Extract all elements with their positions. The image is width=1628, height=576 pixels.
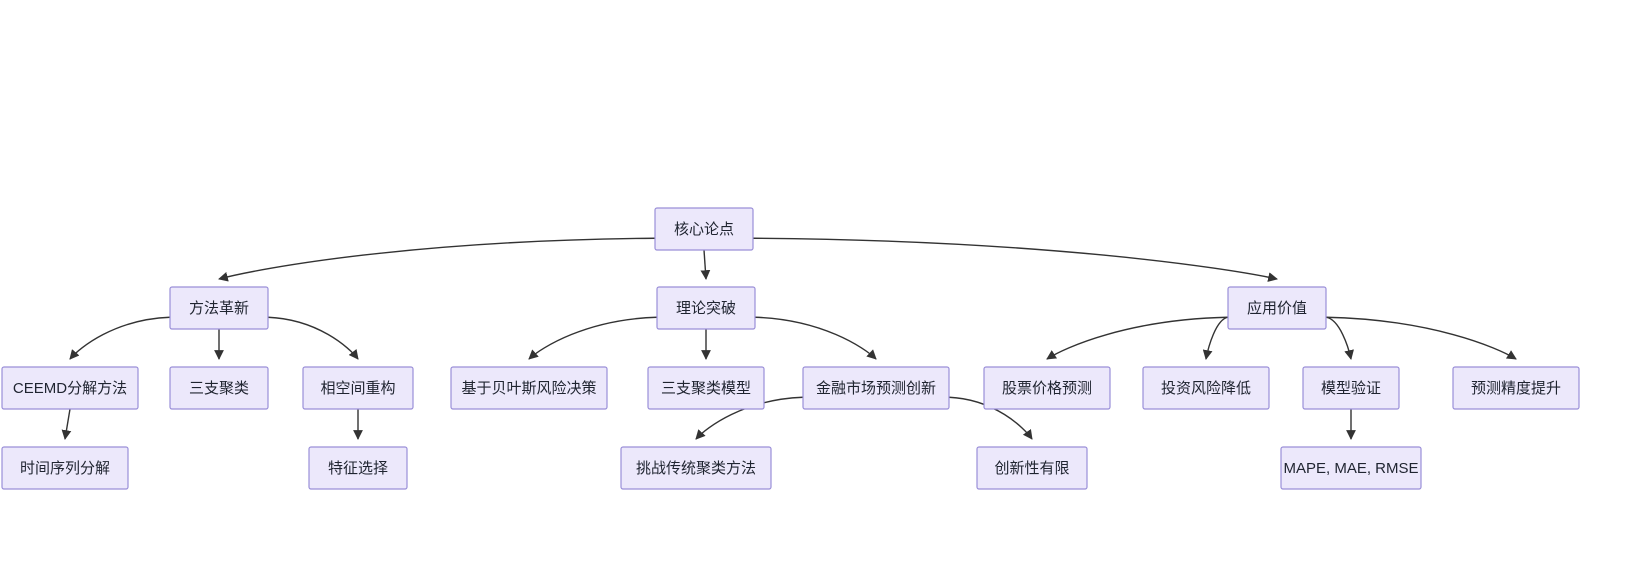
node-label: 股票价格预测 [1002, 380, 1092, 397]
node-m2[interactable]: 理论突破 [656, 286, 756, 330]
node-label: 基于贝叶斯风险决策 [461, 380, 596, 397]
edge-root-to-m1 [218, 237, 656, 282]
node-d1[interactable]: 时间序列分解 [1, 446, 129, 490]
node-c1[interactable]: CEEMD分解方法 [1, 366, 139, 410]
node-box[interactable] [1142, 366, 1270, 410]
node-box[interactable] [1, 446, 129, 490]
node-box[interactable] [1302, 366, 1400, 410]
node-m1[interactable]: 方法革新 [169, 286, 269, 330]
node-root[interactable]: 核心论点 [654, 207, 754, 251]
node-label: 三支聚类模型 [661, 380, 751, 397]
node-c6[interactable]: 金融市场预测创新 [802, 366, 950, 410]
node-box[interactable] [1280, 446, 1422, 490]
edge-m1-to-c3 [267, 316, 359, 360]
node-m3[interactable]: 应用价值 [1227, 286, 1327, 330]
node-box[interactable] [620, 446, 772, 490]
node-d2[interactable]: 特征选择 [308, 446, 408, 490]
edge-c6-to-d3 [695, 396, 804, 440]
edge-root-to-m2 [700, 249, 711, 280]
edge-c1-to-d1 [61, 408, 72, 440]
node-d3[interactable]: 挑战传统聚类方法 [620, 446, 772, 490]
node-box[interactable] [169, 286, 269, 330]
node-label: 时间序列分解 [20, 460, 110, 477]
node-label: 挑战传统聚类方法 [636, 460, 756, 477]
node-box[interactable] [802, 366, 950, 410]
node-label: 相空间重构 [320, 380, 395, 397]
edge-m3-to-c9 [1325, 316, 1354, 360]
node-label: 核心论点 [674, 221, 734, 238]
node-c10[interactable]: 预测精度提升 [1452, 366, 1580, 410]
node-c2[interactable]: 三支聚类 [169, 366, 269, 410]
node-box[interactable] [308, 446, 408, 490]
node-label: 理论突破 [676, 300, 736, 317]
node-box[interactable] [656, 286, 756, 330]
node-c7[interactable]: 股票价格预测 [983, 366, 1111, 410]
node-c8[interactable]: 投资风险降低 [1142, 366, 1270, 410]
node-box[interactable] [169, 366, 269, 410]
node-label: MAPE, MAE, RMSE [1283, 460, 1418, 477]
node-box[interactable] [1452, 366, 1580, 410]
edge-m3-to-c10 [1325, 316, 1517, 360]
node-c4[interactable]: 基于贝叶斯风险决策 [450, 366, 608, 410]
node-label: 金融市场预测创新 [816, 380, 936, 397]
node-label: 投资风险降低 [1161, 380, 1251, 397]
node-label: 模型验证 [1321, 380, 1381, 397]
node-box[interactable] [1, 366, 139, 410]
node-label: 三支聚类 [189, 380, 249, 397]
node-c5[interactable]: 三支聚类模型 [647, 366, 765, 410]
node-label: 创新性有限 [994, 460, 1069, 477]
edge-layer [61, 237, 1517, 440]
node-label: 方法革新 [189, 300, 249, 317]
node-box[interactable] [654, 207, 754, 251]
edge-m2-to-c4 [528, 316, 658, 360]
node-box[interactable] [647, 366, 765, 410]
node-c9[interactable]: 模型验证 [1302, 366, 1400, 410]
edge-m3-to-c7 [1046, 316, 1229, 360]
node-box[interactable] [1227, 286, 1327, 330]
edge-c6-to-d4 [948, 396, 1033, 440]
node-d4[interactable]: 创新性有限 [976, 446, 1088, 490]
edge-m3-to-c8 [1202, 316, 1229, 360]
node-box[interactable] [983, 366, 1111, 410]
node-box[interactable] [976, 446, 1088, 490]
node-box[interactable] [450, 366, 608, 410]
edge-root-to-m3 [752, 237, 1278, 282]
node-d5[interactable]: MAPE, MAE, RMSE [1280, 446, 1422, 490]
edge-m2-to-c6 [754, 316, 877, 360]
node-label: 预测精度提升 [1471, 380, 1561, 397]
node-c3[interactable]: 相空间重构 [302, 366, 414, 410]
edge-m1-to-c1 [69, 316, 171, 360]
node-label: 应用价值 [1247, 299, 1307, 317]
node-box[interactable] [302, 366, 414, 410]
node-label: CEEMD分解方法 [13, 380, 127, 397]
node-label: 特征选择 [328, 460, 388, 477]
